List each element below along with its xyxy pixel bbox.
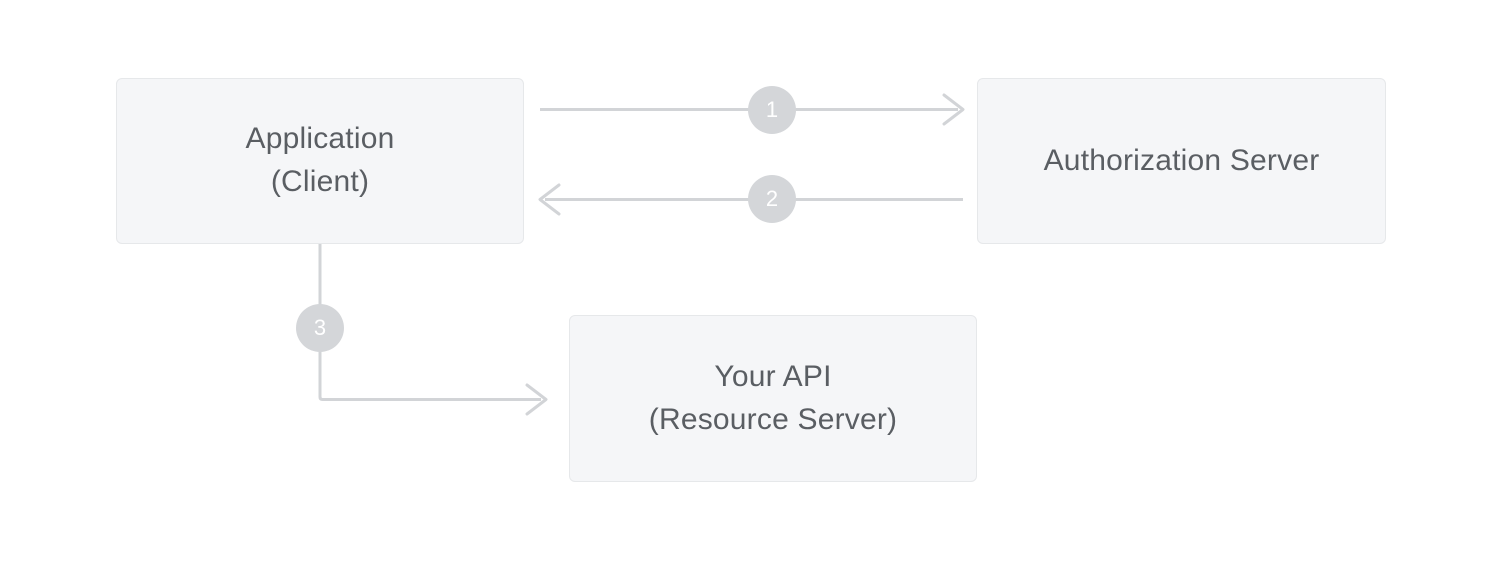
- connector-3-application-to-your-api: [318, 244, 548, 416]
- node-auth-server-line1: Authorization Server: [1043, 143, 1320, 177]
- step-badge-2: 2: [748, 175, 796, 223]
- step-badge-3: 3: [296, 304, 344, 352]
- node-application-line1: Application: [245, 122, 395, 156]
- connector-3-line: [318, 244, 541, 401]
- connector-2-arrowhead-icon: [538, 183, 561, 216]
- node-auth-server[interactable]: Authorization Server: [977, 78, 1386, 244]
- node-application-line2: (Client): [270, 165, 370, 198]
- connector-1-arrowhead-icon: [942, 93, 965, 126]
- node-your-api-line1: Your API: [714, 359, 832, 393]
- node-your-api[interactable]: Your API (Resource Server): [569, 315, 977, 482]
- node-your-api-line2: (Resource Server): [648, 402, 898, 436]
- node-application[interactable]: Application (Client): [116, 78, 524, 244]
- step-badge-1: 1: [748, 86, 796, 134]
- connector-3-arrowhead-icon: [525, 383, 548, 416]
